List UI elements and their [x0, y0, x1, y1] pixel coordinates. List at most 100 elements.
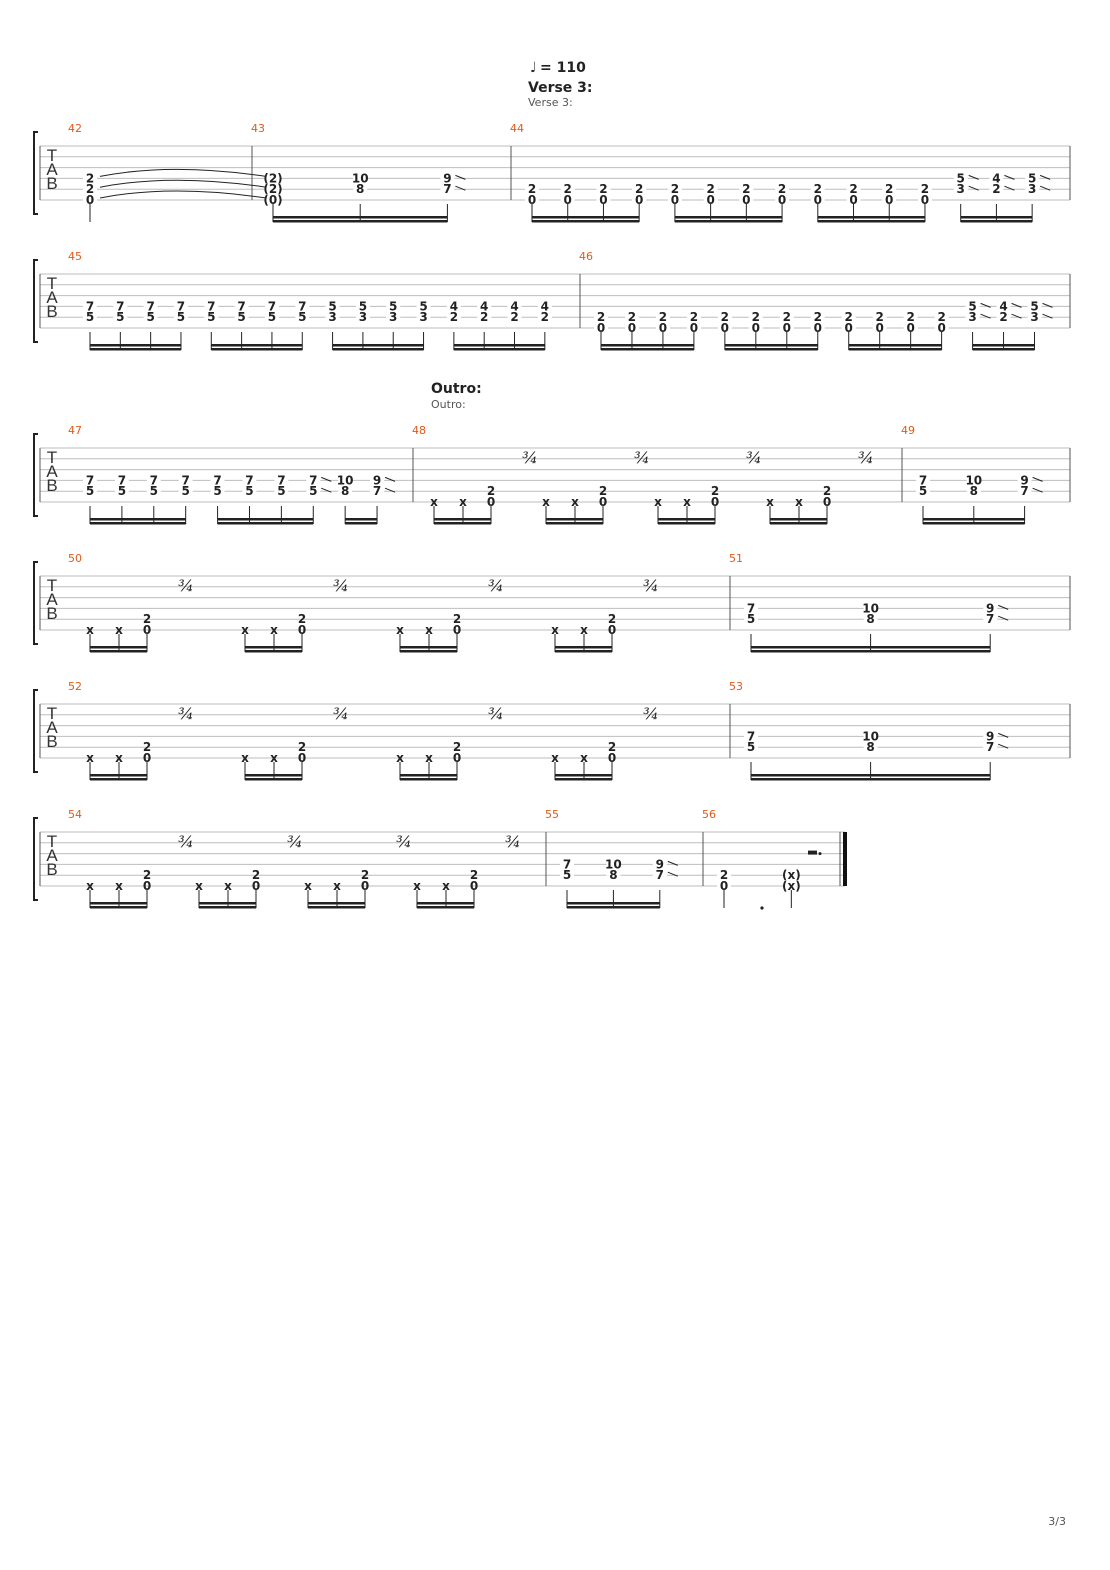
fret-number: 2: [470, 868, 478, 882]
slide-mark: [455, 174, 466, 180]
measure-number: 45: [68, 250, 82, 263]
fret-number: 0: [143, 751, 151, 765]
fret-number-backing: [525, 183, 539, 195]
fret-number-backing: [146, 474, 161, 486]
fret-number: (2): [263, 182, 282, 196]
dead-note-x: x: [115, 623, 123, 637]
tab-clef-letter: A: [46, 590, 58, 609]
beam: [770, 518, 827, 521]
beam: [817, 216, 925, 219]
fret-number: 5: [957, 171, 965, 185]
fret-number-backing: [234, 300, 249, 312]
fret-number: 7: [245, 473, 253, 487]
dead-note-x: x: [430, 495, 438, 509]
fret-number: 0: [885, 193, 893, 207]
beam: [345, 522, 378, 525]
fret-number-backing: [204, 300, 219, 312]
beam: [417, 902, 474, 905]
fret-number: 2: [671, 182, 679, 196]
tab-clef-letter: A: [46, 462, 58, 481]
fret-number: 5: [298, 310, 306, 324]
fret-number-backing: [966, 474, 981, 486]
slide-mark: [321, 476, 332, 482]
fret-number: 9: [656, 857, 664, 871]
fret-number: 5: [277, 484, 285, 498]
fret-number: 7: [373, 484, 381, 498]
dead-note-x: x: [442, 879, 450, 893]
fret-number-backing: [210, 474, 225, 486]
fret-number: 2: [252, 868, 260, 882]
system-bracket: [33, 689, 38, 773]
tie-arc: [99, 168, 267, 177]
fret-number-backing: [386, 311, 401, 323]
sixteenth-rest-icon: ¾: [634, 448, 650, 467]
fret-number-backing: [748, 322, 763, 333]
fret-number: 5: [116, 310, 124, 324]
sixteenth-rest-icon: ¾: [505, 832, 521, 851]
beam: [90, 348, 181, 351]
measure-number: 42: [68, 122, 82, 135]
slide-mark: [1039, 174, 1051, 180]
fret-number-backing: [596, 183, 611, 195]
fret-number-backing: [903, 311, 918, 323]
dead-note-x: x: [425, 623, 433, 637]
fret-number: 3: [419, 310, 427, 324]
fret-number: 8: [609, 868, 617, 882]
dead-note-x: x: [551, 623, 559, 637]
fret-number: 10: [352, 171, 369, 185]
fret-number-backing: [739, 194, 754, 205]
fret-number-backing: [446, 300, 461, 312]
fret-number: 10: [965, 473, 982, 487]
fret-number: 0: [706, 193, 714, 207]
dead-note-x: x: [396, 751, 404, 765]
fret-number-backing: [1017, 485, 1032, 497]
fret-number-backing: [810, 183, 825, 195]
fret-number-backing: [632, 194, 647, 205]
beam: [453, 344, 545, 347]
fret-number-backing: [477, 300, 492, 312]
fret-number: 7: [86, 473, 94, 487]
fret-number: 5: [389, 299, 397, 313]
fret-number: 7: [443, 182, 451, 196]
beam: [923, 522, 1025, 525]
fret-number-backing: [560, 194, 575, 205]
fret-number: 7: [177, 299, 185, 313]
fret-number: 7: [150, 473, 158, 487]
fret-number: 2: [876, 310, 884, 324]
fret-number: 2: [999, 310, 1007, 324]
tab-clef-letter: T: [47, 832, 57, 851]
fret-number-backing: [983, 741, 998, 753]
beam: [273, 216, 448, 219]
fret-number: 2: [510, 310, 518, 324]
fret-number: 4: [450, 299, 458, 313]
fret-number-backing: [370, 485, 385, 497]
fret-number: 2: [659, 310, 667, 324]
measure-number: 50: [68, 552, 82, 565]
fret-number: 0: [906, 321, 914, 335]
beam: [90, 344, 181, 347]
slide-mark: [1039, 185, 1051, 191]
fret-number-backing: [996, 300, 1011, 312]
fret-number: 2: [823, 484, 831, 498]
fret-number: 5: [919, 484, 927, 498]
fret-number-backing: [146, 485, 161, 497]
fret-number: 5: [182, 484, 190, 498]
beam: [217, 518, 314, 521]
beam: [724, 348, 818, 351]
fret-number-backing: [83, 183, 97, 195]
fret-number: 7: [237, 299, 245, 313]
fret-number: 7: [146, 299, 154, 313]
fret-number-backing: [1017, 474, 1032, 486]
fret-number-backing: [234, 311, 249, 323]
beam: [400, 650, 457, 653]
fret-number-backing: [173, 300, 188, 312]
sixteenth-rest-icon: ¾: [178, 704, 194, 723]
beam: [546, 522, 603, 525]
fret-number: 4: [999, 299, 1007, 313]
beam: [601, 348, 694, 351]
measure-number: 49: [901, 424, 915, 437]
beam: [90, 522, 186, 525]
fret-number: 10: [862, 601, 879, 615]
fret-number-backing: [353, 172, 368, 184]
